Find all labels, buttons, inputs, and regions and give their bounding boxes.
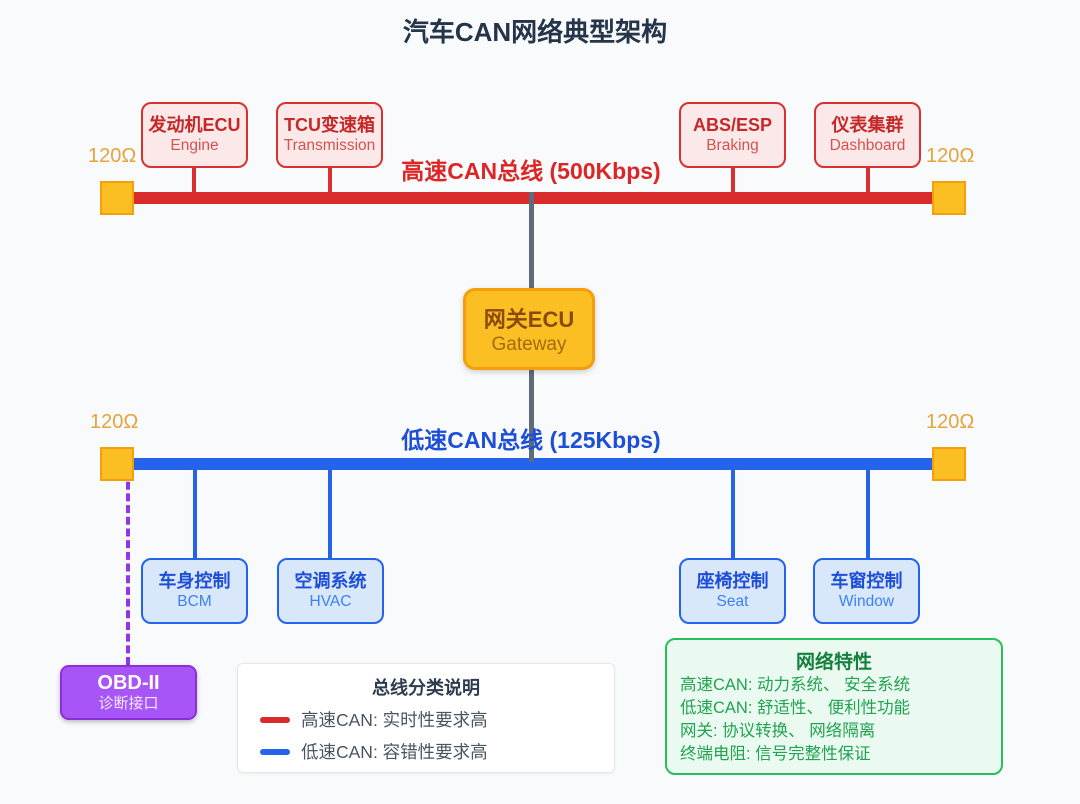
feature-line-gateway: 网关: 协议转换、 网络隔离 <box>680 722 876 740</box>
terminator-label-high-right: 120Ω <box>926 145 975 167</box>
node-window-title: 车窗控制 <box>830 570 903 591</box>
low-speed-bus-label: 低速CAN总线 (125Kbps) <box>401 427 661 453</box>
node-abs-esp: ABS/ESP Braking <box>679 102 786 168</box>
terminator-resistor-high-left <box>100 181 134 215</box>
connector-bcm <box>193 468 197 560</box>
node-engine-title: 发动机ECU <box>148 114 241 135</box>
obd-title: OBD-II <box>97 672 160 695</box>
node-tcu-title: TCU变速箱 <box>284 114 375 135</box>
legend-title: 总线分类说明 <box>372 678 480 698</box>
connector-dashboard <box>866 166 870 194</box>
node-seat-subtitle: Seat <box>716 592 749 610</box>
node-hvac-title: 空调系统 <box>294 570 367 591</box>
connector-transmission <box>328 166 332 194</box>
gateway-trunk-upper-line <box>529 192 534 288</box>
node-gateway-ecu: 网关ECU Gateway <box>463 288 595 370</box>
high-speed-bus-label: 高速CAN总线 (500Kbps) <box>401 158 661 184</box>
bus-legend-panel: 总线分类说明 高速CAN: 实时性要求高 低速CAN: 容错性要求高 <box>237 663 615 773</box>
node-dashboard-subtitle: Dashboard <box>829 136 906 154</box>
connector-window <box>866 468 870 560</box>
node-hvac-subtitle: HVAC <box>309 592 352 610</box>
node-engine-subtitle: Engine <box>170 136 219 154</box>
node-tcu-subtitle: Transmission <box>283 136 376 154</box>
gateway-trunk-lower-line <box>529 370 534 462</box>
gateway-title: 网关ECU <box>483 307 575 332</box>
terminator-resistor-low-left <box>100 447 134 481</box>
diagram-title: 汽车CAN网络典型架构 <box>402 17 668 47</box>
node-window: 车窗控制 Window <box>813 558 920 624</box>
legend-item-low-speed: 低速CAN: 容错性要求高 <box>260 739 614 764</box>
legend-item-high-speed: 高速CAN: 实时性要求高 <box>260 707 614 732</box>
node-bcm: 车身控制 BCM <box>141 558 248 624</box>
obd-dashed-connector <box>126 470 130 665</box>
legend-label-low-speed: 低速CAN: 容错性要求高 <box>301 742 488 762</box>
terminator-resistor-low-right <box>932 447 966 481</box>
node-seat-title: 座椅控制 <box>696 570 769 591</box>
node-bcm-subtitle: BCM <box>177 592 212 610</box>
node-abs-title: ABS/ESP <box>692 114 773 135</box>
features-title: 网络特性 <box>795 652 872 673</box>
low-speed-bus-line <box>116 458 949 470</box>
connector-engine <box>192 166 196 194</box>
node-obd: OBD-II 诊断接口 <box>60 665 197 720</box>
legend-swatch-low-speed <box>260 748 290 755</box>
node-dashboard-title: 仪表集群 <box>831 114 904 135</box>
node-abs-subtitle: Braking <box>706 136 759 154</box>
node-dashboard: 仪表集群 Dashboard <box>814 102 921 168</box>
gateway-subtitle: Gateway <box>491 334 567 355</box>
node-seat: 座椅控制 Seat <box>679 558 786 624</box>
node-hvac: 空调系统 HVAC <box>277 558 384 624</box>
terminator-label-high-left: 120Ω <box>88 145 137 167</box>
terminator-label-low-left: 120Ω <box>90 411 139 433</box>
node-tcu: TCU变速箱 Transmission <box>276 102 383 168</box>
feature-line-terminator: 终端电阻: 信号完整性保证 <box>680 745 871 763</box>
terminator-resistor-high-right <box>932 181 966 215</box>
node-engine-ecu: 发动机ECU Engine <box>141 102 248 168</box>
legend-label-high-speed: 高速CAN: 实时性要求高 <box>301 710 488 730</box>
network-features-panel: 网络特性 高速CAN: 动力系统、 安全系统 低速CAN: 舒适性、 便利性功能… <box>665 638 1003 775</box>
obd-subtitle: 诊断接口 <box>98 695 159 713</box>
connector-braking <box>731 166 735 194</box>
feature-line-high-speed: 高速CAN: 动力系统、 安全系统 <box>680 676 911 694</box>
connector-seat <box>731 468 735 560</box>
legend-swatch-high-speed <box>260 716 290 723</box>
terminator-label-low-right: 120Ω <box>926 411 975 433</box>
node-window-subtitle: Window <box>838 592 895 610</box>
feature-line-low-speed: 低速CAN: 舒适性、 便利性功能 <box>680 699 911 717</box>
connector-hvac <box>328 468 332 560</box>
node-bcm-title: 车身控制 <box>158 570 231 591</box>
